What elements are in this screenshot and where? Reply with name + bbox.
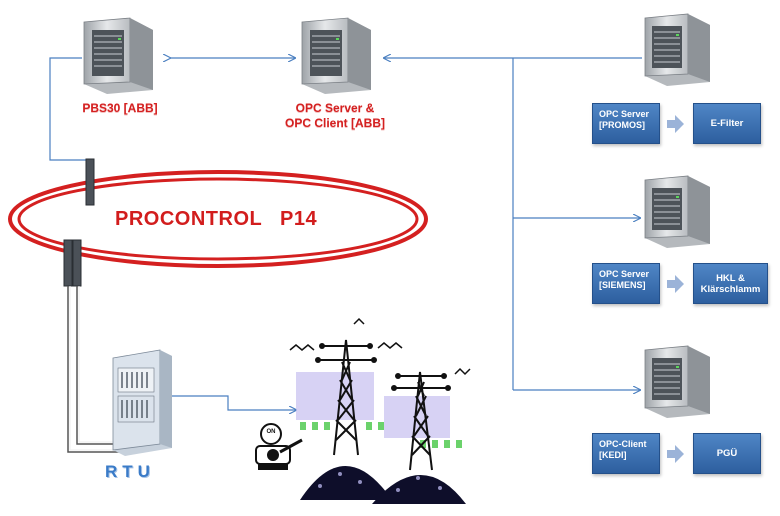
procontrol-label: PROCONTROL P14 — [115, 208, 318, 230]
hkl-line1: HKL & — [716, 272, 745, 284]
rtu-label: RTU — [105, 462, 155, 481]
on-switch-icon — [255, 423, 303, 470]
opc-abb-label-line2: OPC Client [ABB] — [285, 116, 385, 130]
rtu-cabinet-icon — [112, 349, 172, 456]
kedi-box-line2: [KEDI] — [599, 450, 627, 460]
rtu-cable-a-inner — [69, 286, 120, 451]
hkl-klaerschlamm-box: HKL & Klärschlamm — [693, 263, 768, 304]
opc-server-siemens-box: OPC Server [SIEMENS] — [592, 263, 660, 304]
pgue-box: PGÜ — [693, 433, 761, 474]
siemens-box-line2: [SIEMENS] — [599, 280, 646, 290]
pbs30-bus-link — [49, 57, 90, 161]
hkl-line2: Klärschlamm — [700, 283, 761, 295]
arrow-promos — [667, 115, 684, 133]
server-pbs30-icon — [83, 17, 153, 94]
rtu-cable-b-inner — [78, 286, 120, 443]
rtu-cable-a — [67, 286, 120, 453]
procontrol-ring-inner — [17, 177, 419, 261]
arrow-kedi — [667, 445, 684, 463]
opc-abb-label: OPC Server & OPC Client [ABB] — [270, 101, 400, 131]
procontrol-ring-outer — [8, 170, 428, 268]
e-filter-box: E-Filter — [693, 103, 761, 144]
kedi-box-line1: OPC-Client — [599, 439, 647, 449]
rtu-field-link — [160, 396, 296, 410]
opc-abb-label-line1: OPC Server & — [295, 101, 375, 115]
power-pylons-icon — [289, 317, 471, 504]
siemens-box-line1: OPC Server — [599, 269, 650, 279]
promos-box-line1: OPC Server — [599, 109, 650, 119]
rtu-cable-b — [76, 286, 120, 445]
arrow-siemens — [667, 275, 684, 293]
bus-coupler-bottom-b — [72, 239, 82, 287]
server-opc-abb-icon — [301, 17, 371, 94]
pbs30-label: PBS30 [ABB] — [82, 101, 158, 115]
bus-coupler-bottom-a — [63, 239, 73, 287]
opc-client-kedi-box: OPC-Client [KEDI] — [592, 433, 660, 474]
pgue-line1: PGÜ — [716, 448, 738, 459]
promos-box-line2: [PROMOS] — [599, 120, 645, 130]
opc-server-promos-box: OPC Server [PROMOS] — [592, 103, 660, 144]
switch-on-label: ON — [266, 429, 276, 435]
bus-coupler-top — [85, 158, 95, 206]
e-filter-line1: E-Filter — [710, 118, 744, 129]
